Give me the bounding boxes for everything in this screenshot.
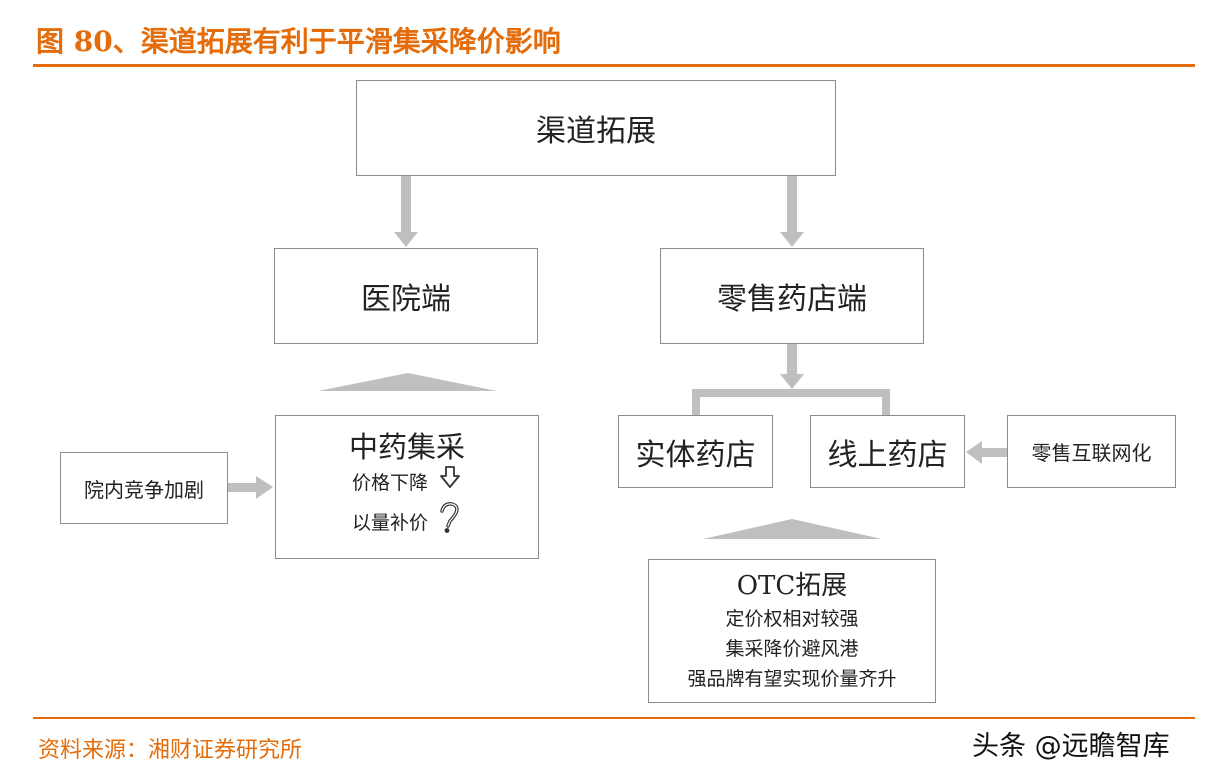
triangle-tcm-to-hospital: [318, 373, 497, 391]
node-hospital: 医院端: [274, 248, 538, 344]
figure-title: 图 80、渠道拓展有利于平滑集采降价影响: [36, 25, 561, 58]
tcm-line2-text: 以量补价: [351, 512, 428, 534]
node-hospital-competition-label: 院内竞争加剧: [84, 477, 204, 502]
node-physical-pharmacy: 实体药店: [618, 415, 773, 488]
node-retail-pharmacy: 零售药店端: [660, 248, 924, 344]
tcm-line-price: 价格下降: [352, 465, 462, 501]
node-tcm-procurement: 中药集采 价格下降 以量补价: [275, 415, 539, 559]
node-online-pharmacy: 线上药店: [810, 415, 965, 488]
footer-rule: [33, 717, 1195, 719]
down-outline-arrow-icon: [438, 465, 462, 501]
bracket-left-leg: [692, 389, 700, 415]
watermark: 头条 @远瞻智库: [972, 731, 1170, 762]
question-mark-icon: [438, 501, 462, 545]
node-online-pharmacy-label: 线上药店: [827, 437, 948, 473]
node-physical-pharmacy-label: 实体药店: [635, 437, 756, 473]
node-otc-expansion: OTC拓展 定价权相对较强 集采降价避风港 强品牌有望实现价量齐升: [648, 559, 936, 703]
node-retail-pharmacy-label: 零售药店端: [717, 282, 867, 317]
arrow-competition-tcm-head: [256, 476, 273, 499]
tcm-line-volume: 以量补价: [352, 501, 462, 545]
node-retail-internet-label: 零售互联网化: [1031, 441, 1152, 465]
tcm-line1-text: 价格下降: [351, 472, 428, 494]
otc-line3: 强品牌有望实现价量齐升: [687, 668, 897, 690]
triangle-otc-to-stores: [703, 519, 882, 539]
otc-title: OTC拓展: [736, 571, 848, 601]
arrow-internet-online-head: [966, 441, 982, 464]
tcm-title: 中药集采: [348, 430, 465, 464]
node-channel-expansion: 渠道拓展: [356, 80, 836, 176]
arrow-retail-stores-head: [780, 374, 804, 389]
bracket-horizontal: [692, 389, 890, 397]
arrow-main-hospital-head: [394, 232, 418, 247]
arrow-main-hospital-shaft: [401, 176, 411, 234]
node-retail-internet: 零售互联网化: [1007, 415, 1176, 488]
title-rule: [33, 64, 1195, 67]
arrow-main-retail-head: [780, 232, 804, 247]
arrow-competition-tcm-shaft: [228, 483, 258, 492]
arrow-main-retail-shaft: [787, 176, 797, 234]
otc-line2: 集采降价避风港: [725, 638, 859, 660]
node-hospital-label: 医院端: [361, 282, 451, 317]
node-hospital-competition: 院内竞争加剧: [60, 452, 228, 524]
arrow-retail-stores-shaft: [787, 344, 797, 374]
source-note: 资料来源：湘财证券研究所: [38, 738, 303, 763]
node-channel-expansion-label: 渠道拓展: [536, 114, 656, 149]
bracket-right-leg: [882, 389, 890, 415]
arrow-internet-online-shaft: [980, 448, 1007, 457]
otc-line1: 定价权相对较强: [725, 608, 859, 630]
